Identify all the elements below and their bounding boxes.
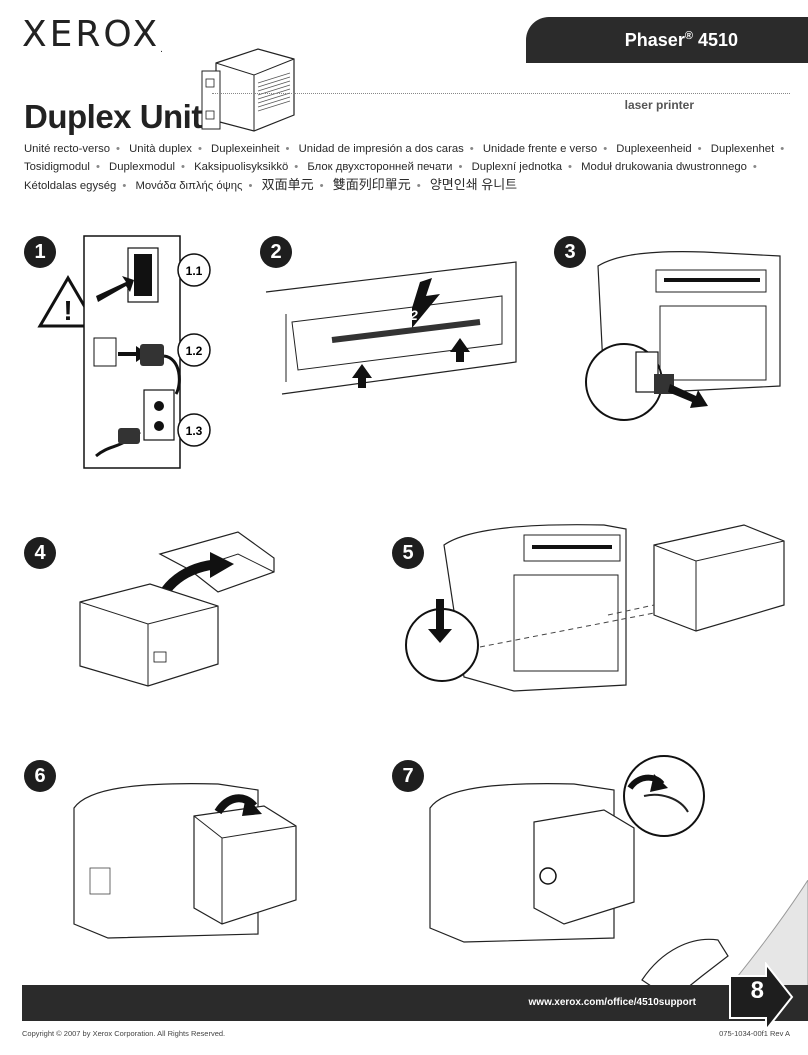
xerox-logo: XEROX. (22, 14, 163, 55)
translation: 雙面列印單元 (332, 177, 411, 192)
step-7-illustration (429, 755, 705, 943)
next-page-number: 8 (750, 977, 764, 1004)
step-5-badge: 5 (392, 537, 424, 569)
translation: Unidade frente e verso (482, 143, 598, 155)
step-3-badge: 3 (554, 236, 586, 268)
svg-text:!: ! (63, 295, 72, 326)
translation: Moduł drukowania dwustronnego (581, 161, 747, 173)
substep-1-1: 1.1 (186, 264, 203, 278)
step-6-illustration (73, 783, 297, 939)
translation: Unité recto-verso (24, 143, 111, 155)
part-number: 075-1034-00f1 Rev A (719, 1029, 790, 1038)
translation: Μονάδα διπλής όψης (135, 180, 243, 192)
translation: 双面单元 (261, 177, 314, 192)
translation: Блок двухсторонней печати (307, 161, 453, 173)
translation: Duplexeenheid (616, 143, 692, 155)
step-3-illustration (585, 251, 781, 421)
warning-icon (37, 275, 99, 328)
step-1-illustration: ! (37, 235, 181, 469)
step-2-badge: 2 (260, 236, 292, 268)
page-title: Duplex Unit (24, 98, 202, 135)
duplex-unit-illustration (201, 48, 295, 132)
step-4-badge: 4 (24, 537, 56, 569)
svg-text:2: 2 (409, 307, 418, 323)
step-4-illustration (79, 531, 275, 687)
support-url[interactable]: www.xerox.com/office/4510support (528, 997, 696, 1008)
translation: 양면인쇄 유니트 (429, 177, 518, 192)
substep-badges: 1.1 1.2 1.3 (177, 253, 211, 447)
translation: Duplexeinheit (211, 143, 280, 155)
translation: Kaksipuolisyksikkö (194, 161, 289, 173)
translation: Kétoldalas egység (24, 180, 117, 192)
step-2-illustration: 2 (265, 261, 517, 395)
step-6-badge: 6 (24, 760, 56, 792)
step-5-illustration (405, 524, 785, 692)
footer-bar (22, 985, 808, 1021)
header-rule (212, 93, 790, 94)
translation: Duplexmodul (109, 161, 175, 173)
translations-list: Unité recto-verso• Unità duplex• Duplexe… (24, 143, 785, 192)
next-page-arrow-icon[interactable] (728, 962, 794, 1032)
model-banner (526, 17, 808, 63)
copyright: Copyright © 2007 by Xerox Corporation. A… (22, 1029, 226, 1038)
model-name: Phaser® 4510 (624, 30, 738, 50)
translation: Unità duplex (129, 143, 192, 155)
step-7-badge: 7 (392, 760, 424, 792)
product-subtitle: laser printer (624, 98, 694, 112)
substep-1-2: 1.2 (186, 344, 203, 358)
substep-1-3: 1.3 (186, 424, 203, 438)
translation: Unidad de impresión a dos caras (298, 143, 464, 155)
logo-mark: . (160, 45, 163, 55)
translation: Duplexenhet (710, 143, 775, 155)
step-1-badge: 1 (24, 236, 56, 268)
translation: Duplexní jednotka (471, 161, 563, 173)
translation: Tosidigmodul (24, 161, 90, 173)
